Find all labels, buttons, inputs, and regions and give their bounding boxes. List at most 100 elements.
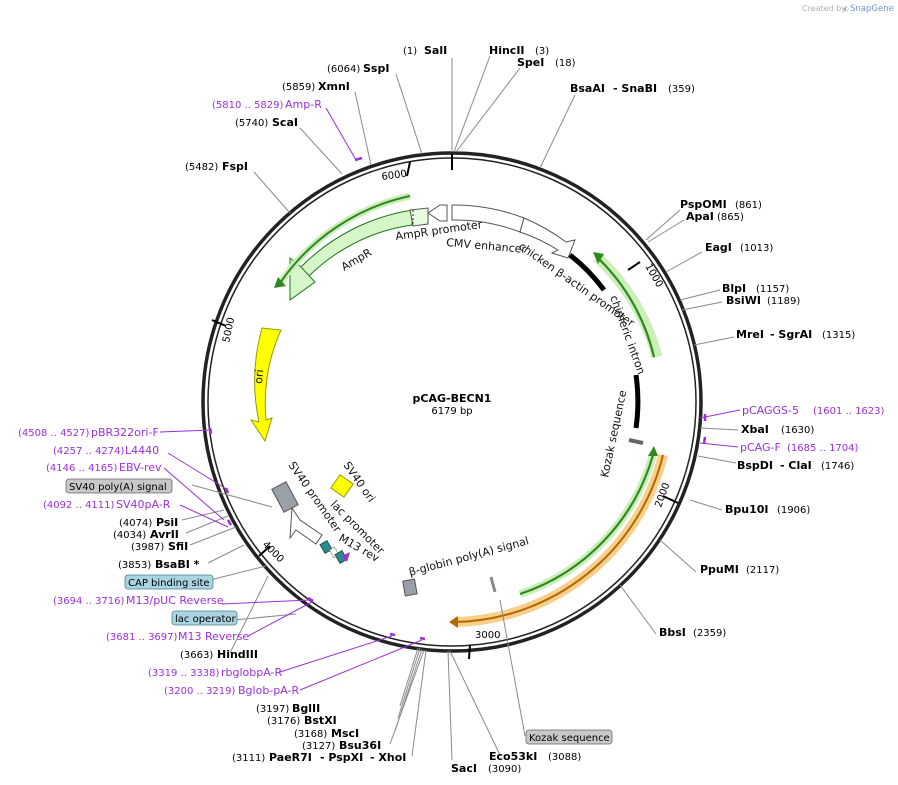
- plasmid-name: pCAG-BECN1: [413, 392, 492, 405]
- lac-promoter-arrow[interactable]: [289, 506, 323, 545]
- enzyme-xbai[interactable]: XbaI: [741, 423, 769, 436]
- primer-m13-puc-reverse[interactable]: M13/pUC Reverse: [126, 594, 224, 607]
- enzyme-ppumi[interactable]: PpuMI: [700, 563, 739, 576]
- orf-arrowhead: [648, 446, 658, 456]
- enzyme-snabi[interactable]: - SnaBI: [613, 82, 657, 95]
- kozak-bar[interactable]: [628, 438, 644, 445]
- orange-feature-line[interactable]: [454, 454, 664, 623]
- primer-l4440-range: (4257 .. 4274): [53, 446, 125, 457]
- enzyme-hindiii[interactable]: HindIII: [217, 648, 258, 661]
- bglob-polya-bar[interactable]: [489, 576, 497, 593]
- primer-ebv-rev-range: (4146 .. 4165): [46, 463, 118, 474]
- enzyme-bstxi[interactable]: BstXI: [304, 714, 337, 727]
- backbone-black-segment[interactable]: [633, 374, 641, 429]
- enzyme-psii[interactable]: PsiI: [156, 516, 178, 529]
- enzyme-paer7i-pos: (3111): [232, 753, 265, 764]
- orange-feature-highlight: [454, 453, 668, 627]
- label-cmv-enhancer: CMV enhancer: [446, 236, 527, 256]
- primer-marks: [208, 156, 707, 641]
- enzyme-fspi[interactable]: FspI: [222, 160, 248, 173]
- ampr-promoter-arrow[interactable]: [427, 204, 448, 222]
- enzyme-msci-pos: (3168): [294, 729, 327, 740]
- major-ticks: [211, 154, 679, 660]
- enzyme-xmni[interactable]: XmnI: [318, 80, 350, 93]
- enzyme-apai[interactable]: ApaI: [686, 210, 714, 223]
- boxed-cap-binding-site[interactable]: [124, 574, 214, 590]
- primer-pbr322ori-f[interactable]: pBR322ori-F: [91, 426, 159, 439]
- primer-pcag-f-range: (1685 .. 1704): [787, 443, 859, 454]
- enzyme-bsaai[interactable]: BsaAI: [570, 82, 605, 95]
- boxed-sv40-polya-label: SV40 poly(A) signal: [69, 482, 167, 493]
- cba-promoter-arrow[interactable]: [519, 217, 576, 259]
- boxed-kozak-sequence-label: Kozak sequence: [529, 733, 610, 744]
- enzyme-avrii[interactable]: AvrII: [150, 528, 179, 541]
- bglob-polya-block[interactable]: [402, 578, 418, 597]
- snapgene-brand: SnapGene: [850, 4, 894, 14]
- backbone-outer: [201, 151, 703, 653]
- label-ampr: AmpR: [339, 246, 374, 274]
- enzyme-bbsi[interactable]: BbsI: [659, 626, 686, 639]
- enzyme-sfii-pos: (3987): [131, 542, 164, 553]
- boxed-lac-operator-label: lac operator: [175, 614, 236, 625]
- enzyme-avrii-pos: (4034): [113, 530, 146, 541]
- cba-promoter-segment[interactable]: [568, 253, 607, 292]
- primer-sv40pa-r[interactable]: SV40pA-R: [116, 498, 171, 511]
- tick-label-5000: 5000: [221, 316, 237, 343]
- enzyme-bpu10i[interactable]: Bpu10I: [725, 503, 769, 516]
- enzyme-bsaai-pos: (359): [668, 84, 695, 95]
- enzyme-clai[interactable]: - ClaI: [780, 459, 812, 472]
- enzyme-sgrai[interactable]: - SgrAI: [770, 328, 812, 341]
- orf-line[interactable]: [519, 454, 655, 596]
- enzyme-xmni-pos: (5859): [282, 82, 315, 93]
- lac-operator-part[interactable]: [319, 539, 333, 555]
- enzyme-sspi[interactable]: SspI: [363, 62, 389, 75]
- enzyme-mrei[interactable]: MreI: [736, 328, 764, 341]
- tick-label-6000: 6000: [381, 169, 408, 183]
- primer-amp-r[interactable]: Amp-R: [285, 98, 322, 111]
- enzyme-xhoi[interactable]: - XhoI: [370, 751, 406, 764]
- primer-rbglobpa-r[interactable]: rbglobpA-R: [221, 666, 282, 679]
- enzyme-sfii[interactable]: SfiI: [168, 540, 188, 553]
- primer-pcaggs-5[interactable]: pCAGGS-5: [742, 404, 799, 417]
- chimeric-intron-line[interactable]: [599, 259, 656, 358]
- enzyme-blpi[interactable]: BlpI: [722, 282, 746, 295]
- primer-pcag-f[interactable]: pCAG-F: [740, 441, 781, 454]
- enzyme-scai[interactable]: ScaI: [272, 116, 298, 129]
- primer-amp-r-range: (5810 .. 5829): [212, 100, 284, 111]
- enzyme-scai-pos: (5740): [235, 118, 268, 129]
- ampr-promoter-box[interactable]: [409, 207, 429, 227]
- boxed-lac-operator[interactable]: [171, 610, 238, 626]
- primer-m13-reverse[interactable]: M13 Reverse: [178, 630, 249, 643]
- enzyme-saci[interactable]: SacI: [451, 762, 477, 775]
- enzyme-saci-pos: (3090): [488, 764, 521, 775]
- enzyme-bsu36i[interactable]: Bsu36I: [339, 739, 381, 752]
- enzyme-paer7i[interactable]: PaeR7I: [269, 751, 312, 764]
- m13-rev-arrowhead: [342, 552, 350, 562]
- primer-ebv-rev[interactable]: EBV-rev: [119, 461, 162, 474]
- label-bglob-polya: β-globin poly(A) signal: [407, 534, 530, 579]
- created-by-text: Created by: [802, 4, 846, 13]
- enzyme-sali[interactable]: SalI: [424, 44, 447, 57]
- sv40-ori-block[interactable]: [330, 474, 354, 498]
- boxed-cap-binding-site-label: CAP binding site: [128, 578, 210, 589]
- enzyme-bpu10i-pos: (1906): [777, 505, 810, 516]
- enzyme-mrei-pos: (1315): [822, 330, 855, 341]
- orange-feature-arrowhead: [449, 616, 458, 628]
- sv40-promoter-block[interactable]: [271, 481, 299, 513]
- enzyme-msci[interactable]: MscI: [331, 727, 359, 740]
- enzyme-bspdi[interactable]: BspDI: [737, 459, 773, 472]
- enzyme-spei[interactable]: SpeI: [517, 56, 544, 69]
- enzyme-bsiwi[interactable]: BsiWI: [726, 294, 761, 307]
- enzyme-pspxi[interactable]: - PspXI: [320, 751, 363, 764]
- enzyme-bglii[interactable]: BglII: [292, 702, 320, 715]
- primer-bglob-pa-r[interactable]: Bglob-pA-R: [238, 684, 300, 697]
- ori-arrow[interactable]: [249, 327, 282, 443]
- primer-l4440[interactable]: L4440: [125, 444, 159, 457]
- boxed-sv40-polya[interactable]: [65, 478, 173, 494]
- enzyme-bsabi[interactable]: BsaBI *: [155, 558, 200, 571]
- boxed-kozak-sequence[interactable]: [525, 729, 613, 745]
- enzyme-eagi[interactable]: EagI: [705, 241, 732, 254]
- enzyme-pspomi[interactable]: PspOMI: [680, 198, 727, 211]
- enzyme-hincii[interactable]: HincII: [489, 44, 525, 57]
- enzyme-eco53ki[interactable]: Eco53kI: [489, 750, 537, 763]
